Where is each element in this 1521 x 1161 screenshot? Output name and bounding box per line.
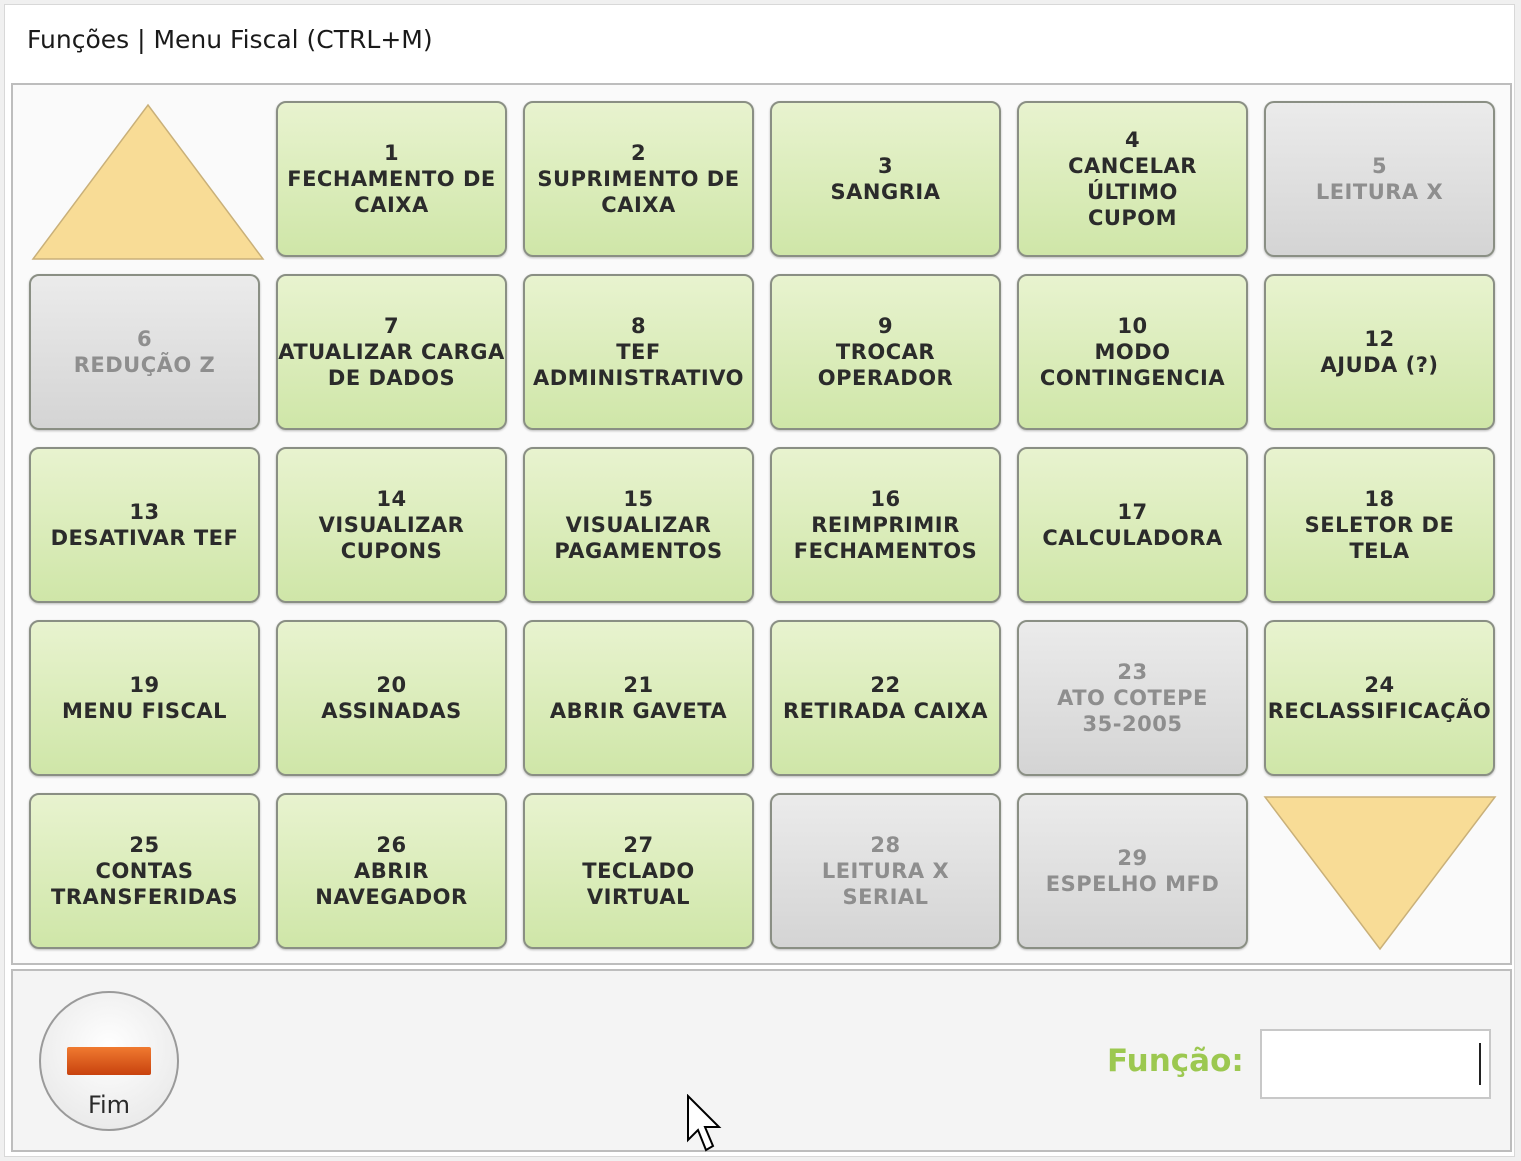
fim-button[interactable]: Fim [39, 991, 179, 1131]
title-bar: Funções | Menu Fiscal (CTRL+M) [5, 5, 1514, 83]
function-label: CONTAS TRANSFERIDAS [51, 859, 238, 909]
function-label: AJUDA (?) [1320, 353, 1439, 377]
function-label: TEF ADMINISTRATIVO [533, 340, 744, 390]
function-number: 25 [129, 833, 160, 857]
function-number: 21 [623, 673, 654, 697]
function-label: LEITURA X [1315, 180, 1444, 204]
function-number: 17 [1117, 500, 1148, 524]
function-label: CALCULADORA [1042, 526, 1223, 550]
function-label: DESATIVAR TEF [50, 526, 239, 550]
function-number: 19 [129, 673, 160, 697]
funcao-input[interactable] [1260, 1029, 1491, 1099]
function-label: ATO COTEPE 35-2005 [1057, 686, 1208, 736]
function-number: 18 [1364, 487, 1395, 511]
function-number: 16 [870, 487, 901, 511]
function-label: ATUALIZAR CARGA DE DADOS [278, 340, 505, 390]
function-number: 20 [376, 673, 407, 697]
function-number: 24 [1364, 673, 1395, 697]
function-label: VISUALIZAR CUPONS [318, 513, 465, 563]
function-number: 1 [383, 141, 400, 165]
function-number: 4 [1124, 128, 1141, 152]
minus-bar-icon [67, 1047, 151, 1075]
function-label: ESPELHO MFD [1045, 872, 1220, 896]
function-label: RETIRADA CAIXA [783, 699, 988, 723]
funcao-label: Função: [1107, 1043, 1244, 1079]
function-label: FECHAMENTO DE CAIXA [287, 167, 496, 217]
function-number: 12 [1364, 327, 1395, 351]
function-label: REDUÇÃO Z [73, 353, 216, 377]
function-number: 15 [623, 487, 654, 511]
function-number: 13 [129, 500, 160, 524]
window-title: Funções | Menu Fiscal (CTRL+M) [27, 25, 433, 54]
function-label: TROCAR OPERADOR [817, 340, 954, 390]
function-number: 29 [1117, 846, 1148, 870]
scroll-down-arrow-icon[interactable] [1263, 793, 1497, 953]
function-number: 22 [870, 673, 901, 697]
function-number: 28 [870, 833, 901, 857]
function-number: 7 [383, 314, 400, 338]
function-label: MODO CONTINGENCIA [1039, 340, 1226, 390]
function-label: RECLASSIFICAÇÃO [1267, 699, 1492, 723]
function-number: 9 [877, 314, 894, 338]
function-number: 26 [376, 833, 407, 857]
function-label: VISUALIZAR PAGAMENTOS [554, 513, 723, 563]
function-label: REIMPRIMIR FECHAMENTOS [793, 513, 978, 563]
mouse-pointer-icon [687, 1094, 722, 1152]
function-label: MENU FISCAL [61, 699, 227, 723]
function-number: 5 [1371, 154, 1388, 178]
function-number: 14 [376, 487, 407, 511]
function-label: SELETOR DE TELA [1304, 513, 1455, 563]
function-label: LEITURA X SERIAL [821, 859, 950, 909]
function-label: ABRIR NAVEGADOR [315, 859, 468, 909]
function-label: SUPRIMENTO DE CAIXA [537, 167, 740, 217]
fim-label: Fim [87, 1091, 131, 1119]
function-label: ABRIR GAVETA [549, 699, 728, 723]
function-label: ASSINADAS [321, 699, 462, 723]
text-caret [1479, 1043, 1481, 1085]
function-number: 2 [630, 141, 647, 165]
function-number: 10 [1117, 314, 1148, 338]
function-number: 6 [136, 327, 153, 351]
footer-panel: Fim Função: [11, 969, 1512, 1152]
function-number: 23 [1117, 660, 1148, 684]
function-number: 27 [623, 833, 654, 857]
function-label: CANCELAR ÚLTIMO CUPOM [1068, 154, 1197, 230]
function-number: 3 [877, 154, 894, 178]
function-label: TECLADO VIRTUAL [582, 859, 695, 909]
scroll-up-arrow-icon[interactable] [31, 103, 265, 263]
function-number: 8 [630, 314, 647, 338]
function-label: SANGRIA [830, 180, 941, 204]
